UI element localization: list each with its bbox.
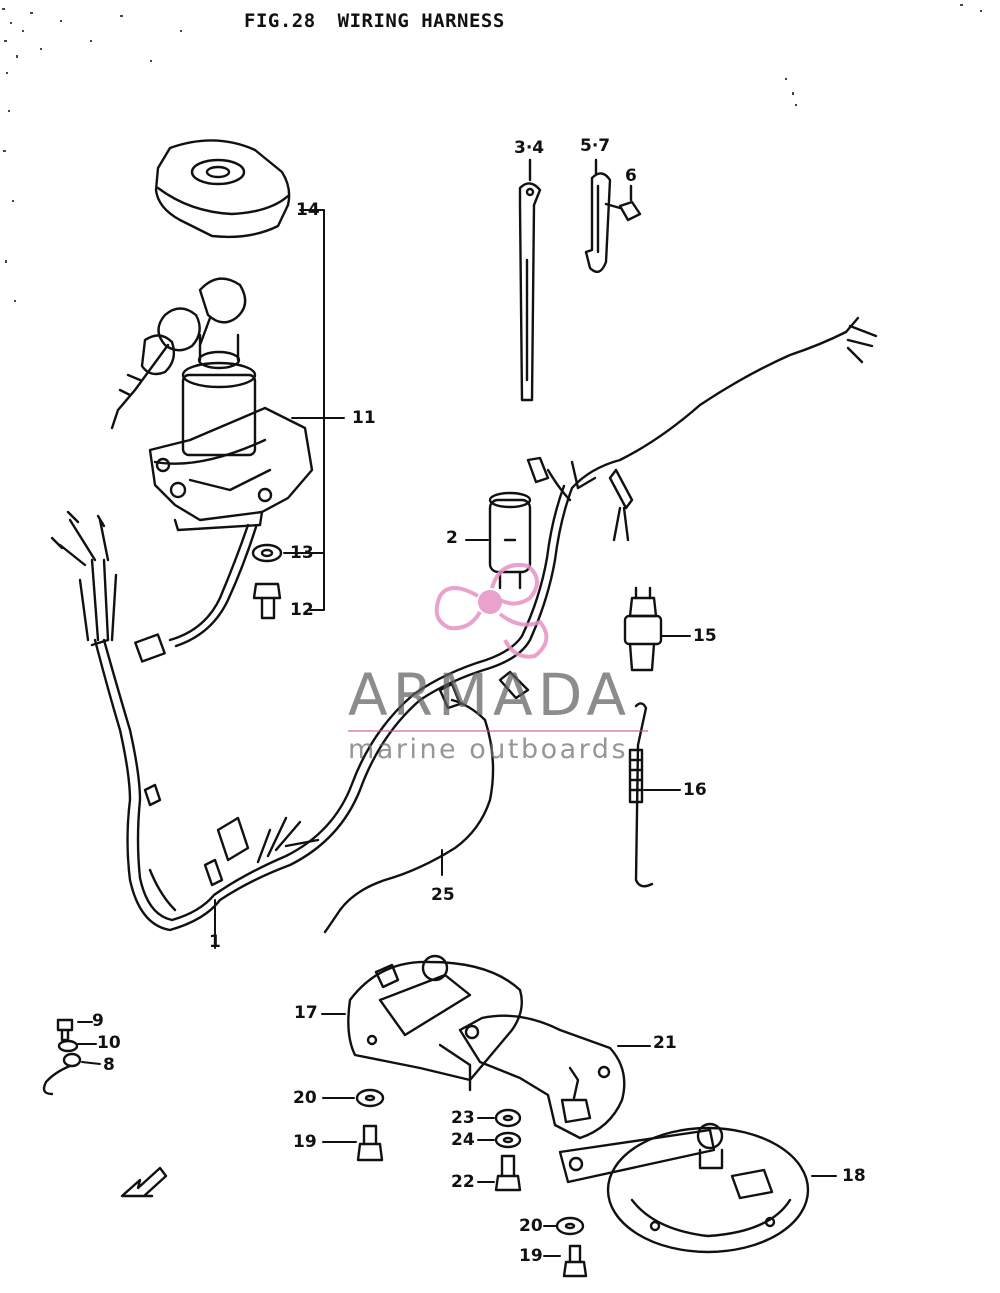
wire-16-part <box>628 702 681 888</box>
figure-title: FIG.28 WIRING HARNESS <box>244 10 527 32</box>
propeller-logo-icon <box>434 563 549 659</box>
callout-label-17: 17 <box>294 1003 318 1023</box>
callout-label-20-lower: 20 <box>519 1216 543 1236</box>
switch-cover-part <box>154 139 291 239</box>
callout-label-18: 18 <box>842 1166 866 1186</box>
callout-label-24: 24 <box>451 1130 475 1150</box>
callout-label-23: 23 <box>451 1108 475 1128</box>
watermark-brand-name: ARMADA <box>348 661 632 729</box>
callout-label-25: 25 <box>431 885 455 905</box>
figure-number: FIG.28 <box>244 10 316 32</box>
bolt-19a-part <box>322 1124 384 1162</box>
strap-3-4-part <box>518 158 542 402</box>
scan-speckle <box>2 4 982 302</box>
ignition-switch-part <box>110 277 314 663</box>
screw-6-part <box>604 184 642 222</box>
nut-23-part <box>477 1108 522 1128</box>
callout-label-1: 1 <box>209 932 221 952</box>
washer-20a-part <box>322 1088 385 1108</box>
hook-8-9-10-part <box>42 1018 101 1096</box>
watermark-tagline: marine outboards <box>348 734 629 765</box>
watermark-divider <box>348 730 648 732</box>
washer-20b-part <box>543 1216 585 1236</box>
callout-label-3-4: 3·4 <box>514 138 545 158</box>
washer-24-part <box>477 1131 522 1149</box>
bolt-12-part <box>252 582 282 620</box>
callout-label-10: 10 <box>97 1033 121 1053</box>
callout-label-2: 2 <box>446 528 458 548</box>
bolt-19b-part <box>543 1244 588 1278</box>
callout-label-12: 12 <box>290 600 314 620</box>
callout-label-14: 14 <box>296 200 320 220</box>
callout-label-13: 13 <box>290 543 314 563</box>
callout-label-16: 16 <box>683 780 707 800</box>
callout-label-6: 6 <box>625 166 637 186</box>
main-harness-part <box>50 316 878 949</box>
callout-label-11: 11 <box>352 408 376 428</box>
bracket-21-part <box>458 1014 651 1140</box>
callout-label-5-7: 5·7 <box>580 136 611 156</box>
callout-label-20-upper: 20 <box>293 1088 317 1108</box>
leader-bracket-switch <box>283 209 345 611</box>
figure-name: WIRING HARNESS <box>337 10 505 32</box>
callout-label-22: 22 <box>451 1172 475 1192</box>
ground-lead-25-part <box>323 682 495 934</box>
switch-15-part <box>623 586 691 672</box>
front-arrow-icon <box>120 1166 168 1198</box>
bolt-22-part <box>477 1154 522 1192</box>
callout-label-21: 21 <box>653 1033 677 1053</box>
callout-label-9: 9 <box>92 1011 104 1031</box>
horn-17-part <box>321 954 523 1092</box>
callout-label-19-lower: 19 <box>519 1246 543 1266</box>
washer-13-part <box>251 543 283 563</box>
horn-18-part <box>558 1122 837 1254</box>
callout-label-19-upper: 19 <box>293 1132 317 1152</box>
callout-label-15: 15 <box>693 626 717 646</box>
clamp-5-7-part <box>584 158 612 274</box>
callout-label-8: 8 <box>103 1055 115 1075</box>
